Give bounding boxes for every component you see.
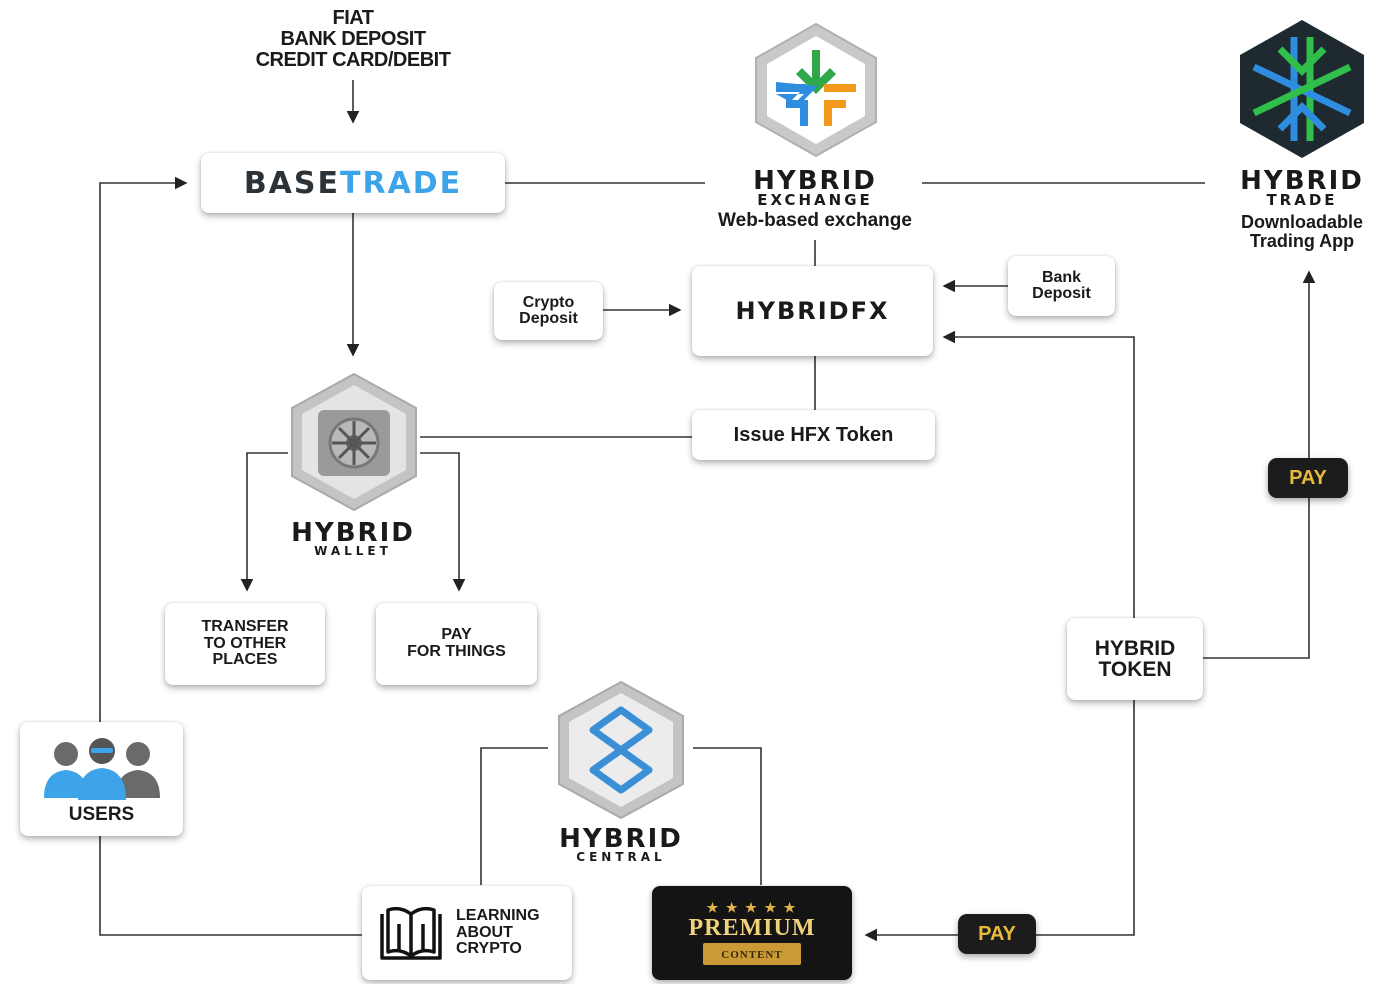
pay-for-things-line: FOR THINGS: [407, 643, 506, 660]
premium-title: PREMIUM: [688, 915, 816, 941]
learning-line: ABOUT: [456, 923, 513, 941]
funding-line: CREDIT CARD/DEBIT: [255, 49, 451, 71]
token-premium-arrow: [864, 700, 1135, 942]
funding-line: FIAT: [332, 7, 374, 29]
users-basetrade-arrow: [99, 176, 188, 722]
token-trade-arrow: [1203, 270, 1316, 659]
learning-box[interactable]: LEARNING ABOUT CRYPTO: [362, 886, 572, 980]
users-icon: [43, 738, 160, 800]
basetrade-box[interactable]: BASETRADE: [201, 153, 505, 213]
crypto-deposit-line: Crypto: [522, 294, 575, 311]
transfer-line: TO OTHER: [203, 634, 287, 652]
learning-label: LEARNING ABOUT CRYPTO: [456, 906, 540, 958]
hybridfx-box[interactable]: HYBRIDFX: [692, 266, 933, 356]
transfer-box[interactable]: TRANSFER TO OTHER PLACES: [165, 603, 325, 685]
wallet-name: HYBRID: [291, 518, 415, 548]
premium-ribbon: CONTENT: [703, 943, 801, 965]
bank-deposit-line: Deposit: [1032, 285, 1091, 302]
trade-name: HYBRID: [1240, 166, 1364, 196]
pay-badge-label: PAY: [1289, 466, 1327, 489]
central-learning-line: [480, 747, 548, 885]
hybrid-central-icon: [558, 680, 684, 820]
pay-for-things-box[interactable]: PAY FOR THINGS: [376, 603, 537, 685]
token-hybridfx-arrow: [942, 330, 1135, 618]
bank-deposit-box[interactable]: Bank Deposit: [1008, 256, 1115, 316]
hybrid-token-line: TOKEN: [1098, 658, 1172, 681]
transfer-line: TRANSFER: [201, 617, 289, 635]
premium-content-box[interactable]: ★ ★ ★ ★ ★ PREMIUM CONTENT: [652, 886, 852, 980]
transfer-line: PLACES: [212, 651, 278, 669]
hybrid-trade-icon: [1240, 20, 1364, 158]
learning-line: CRYPTO: [456, 940, 522, 958]
hybrid-wallet-title: HYBRID WALLET: [262, 518, 444, 558]
crypto-deposit-line: Deposit: [519, 310, 578, 327]
wallet-transfer-arrow: [240, 452, 288, 592]
crypto-deposit-box[interactable]: Crypto Deposit: [494, 282, 603, 340]
trade-caption: Downloadable Trading App: [1222, 213, 1382, 251]
issue-hfx-token-label: Issue HFX Token: [733, 423, 894, 446]
users-learning-line: [99, 836, 362, 936]
hybrid-trade-title: HYBRID TRADE Downloadable Trading App: [1222, 166, 1382, 251]
pay-badge-label: PAY: [978, 922, 1016, 945]
hybrid-token-box[interactable]: HYBRID TOKEN: [1067, 618, 1203, 700]
issue-hfx-token-box[interactable]: Issue HFX Token: [692, 410, 935, 460]
wallet-sub: WALLET: [314, 544, 392, 558]
wallet-pay-arrow: [420, 452, 466, 592]
hybrid-wallet-icon: [291, 372, 417, 512]
hybrid-exchange-title: HYBRID EXCHANGE Web-based exchange: [700, 166, 930, 231]
central-premium-line: [693, 747, 762, 885]
hybrid-central-title: HYBRID CENTRAL: [532, 824, 710, 864]
book-icon: [380, 906, 442, 960]
exchange-caption: Web-based exchange: [718, 210, 912, 231]
pay-for-things-line: PAY: [441, 626, 472, 644]
learning-line: LEARNING: [456, 906, 540, 924]
basetrade-logo-trade: TRADE: [340, 165, 463, 201]
basetrade-logo-base: BASE: [243, 165, 340, 201]
hybridfx-label: HYBRIDFX: [735, 297, 890, 325]
users-box[interactable]: USERS: [20, 722, 183, 836]
pay-badge-premium: PAY: [958, 914, 1036, 954]
trade-caption-line: Trading App: [1249, 230, 1355, 251]
central-sub: CENTRAL: [576, 850, 666, 864]
trade-sub: TRADE: [1266, 191, 1338, 209]
funding-sources-label: FIAT BANK DEPOSIT CREDIT CARD/DEBIT: [210, 8, 496, 71]
basetrade-logo: BASETRADE: [244, 166, 462, 201]
pay-badge-trade: PAY: [1268, 458, 1348, 498]
premium-stars: ★ ★ ★ ★ ★: [706, 900, 798, 915]
central-name: HYBRID: [559, 824, 683, 854]
users-label: USERS: [68, 804, 135, 825]
premium-ribbon-label: CONTENT: [721, 949, 783, 961]
exchange-name: HYBRID: [753, 166, 877, 196]
hybrid-token-line: HYBRID: [1094, 637, 1176, 660]
bank-deposit-line: Bank: [1041, 269, 1082, 286]
exchange-sub: EXCHANGE: [757, 191, 873, 209]
trade-caption-line: Downloadable: [1240, 212, 1363, 232]
hybrid-exchange-icon: [755, 22, 877, 158]
funding-line: BANK DEPOSIT: [280, 28, 426, 50]
